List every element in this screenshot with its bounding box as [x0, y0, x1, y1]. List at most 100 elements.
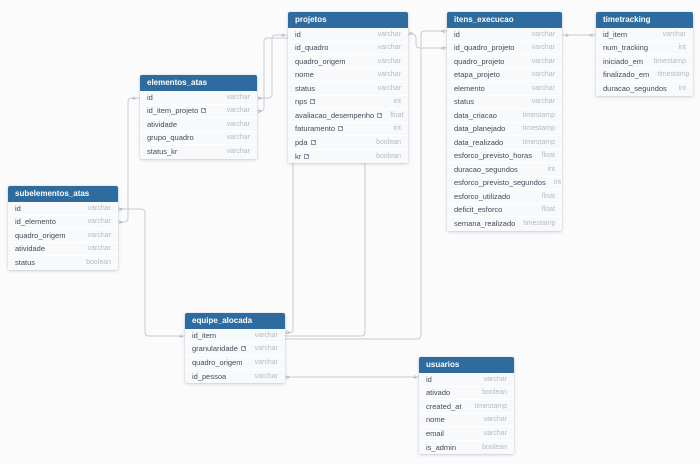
table-header[interactable]: timetracking — [596, 12, 693, 28]
table-header[interactable]: elementos_atas — [140, 75, 257, 91]
field-name: quadro_projeto — [454, 56, 505, 66]
field-name: nps — [295, 97, 308, 107]
field-type: boolean — [482, 389, 507, 397]
field-name: quadro_origem — [295, 56, 346, 66]
field-name: id — [454, 29, 460, 39]
field-name: grupo_quadro — [147, 133, 194, 143]
field-row[interactable]: quadro_origem varchar — [288, 55, 408, 69]
relationship-line[interactable] — [257, 37, 288, 112]
cardinality-marker: + — [565, 32, 569, 40]
field-type: varchar — [483, 375, 507, 383]
note-icon — [310, 99, 316, 105]
field-type: varchar — [254, 345, 278, 353]
field-name: atividade — [15, 244, 46, 254]
table-header[interactable]: projetos — [288, 12, 408, 28]
field-type: varchar — [377, 44, 401, 52]
relationship-line[interactable] — [285, 163, 294, 334]
relationship-line[interactable] — [257, 34, 288, 99]
field-name: id — [15, 203, 21, 213]
field-type: varchar — [254, 358, 278, 366]
field-type: varchar — [377, 57, 401, 65]
relationship-line[interactable] — [408, 33, 447, 49]
field-name: quadro_origem — [15, 230, 66, 240]
table-header[interactable]: itens_execucao — [447, 12, 562, 28]
field-name: esforco_previsto_segundos — [454, 178, 546, 188]
field-name: status — [295, 83, 316, 93]
field-type: varchar — [254, 331, 278, 339]
field-name: status — [454, 97, 475, 107]
relationship-line[interactable] — [285, 163, 366, 337]
relationship-line[interactable] — [118, 97, 140, 223]
field-type: float — [541, 152, 555, 160]
table-header[interactable]: equipe_alocada — [185, 313, 285, 329]
field-name: status_kr — [147, 147, 178, 157]
field-type: varchar — [531, 71, 555, 79]
table-header[interactable]: subelementos_atas — [8, 186, 118, 202]
field-name: iniciado_em — [603, 56, 644, 66]
relationship-line[interactable] — [118, 208, 185, 337]
field-name: id_quadro_projeto — [454, 43, 515, 53]
table-header[interactable]: usuarios — [419, 357, 514, 373]
field-name: finalizado_em — [603, 70, 650, 80]
relationship-line[interactable] — [285, 30, 447, 340]
